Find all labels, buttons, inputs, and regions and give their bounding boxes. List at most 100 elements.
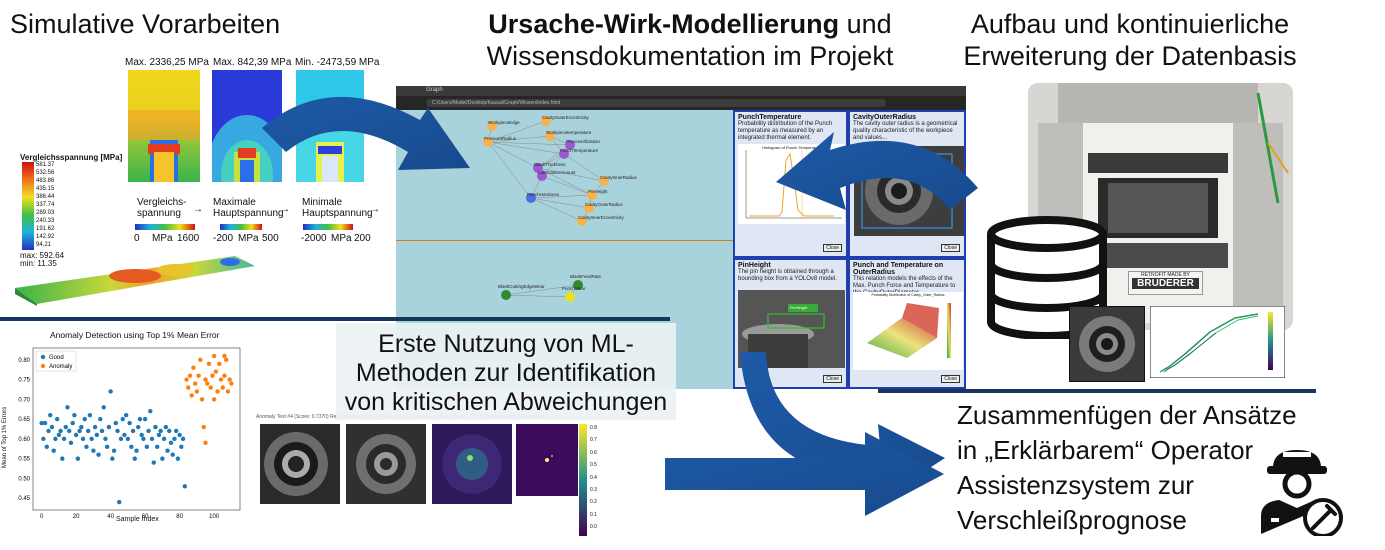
data-point-anomaly bbox=[187, 373, 193, 378]
colorbar-tick: 0.4 bbox=[590, 474, 597, 481]
data-point-anomaly bbox=[210, 373, 215, 378]
data-point-good bbox=[82, 416, 87, 422]
address-bar[interactable]: C:/Users/Model/Desktop/Kausal/Graph/Wiss… bbox=[426, 99, 886, 107]
stress-legend-bar bbox=[22, 162, 34, 250]
data-point-good bbox=[103, 436, 108, 442]
data-point-good bbox=[110, 456, 115, 461]
data-point-anomaly bbox=[191, 365, 196, 370]
scale2-unit: MPa bbox=[238, 233, 259, 244]
data-point-good bbox=[180, 436, 186, 442]
data-point-good bbox=[75, 456, 81, 461]
y-tick-label: 0.50 bbox=[18, 476, 30, 482]
card-text: Probability distribution of the Punch te… bbox=[738, 121, 833, 141]
sim-min3-label: Min. -2473,59 MPa bbox=[295, 57, 380, 68]
heading-ml-line3: von kritischen Abweichungen bbox=[344, 388, 668, 416]
close-button[interactable]: Close bbox=[823, 244, 842, 252]
x-tick-label: 100 bbox=[209, 514, 220, 520]
graph-node-label: LubricationAmount bbox=[538, 170, 576, 175]
causal-graph-svg: CavityOuterEccentricityWorkpieceEdgePres… bbox=[483, 115, 638, 226]
data-point-good bbox=[49, 424, 55, 430]
data-point-good bbox=[141, 436, 146, 442]
graph-node bbox=[587, 190, 597, 200]
graph-edge bbox=[537, 144, 571, 169]
data-point-anomaly bbox=[203, 440, 208, 446]
browser-tab[interactable]: Graph bbox=[426, 87, 443, 93]
divider-right bbox=[878, 389, 1316, 393]
heading-zusammen: Zusammenfügen der Ansätze in „Erklärbare… bbox=[957, 398, 1297, 538]
data-point-good bbox=[68, 440, 74, 446]
graph-node-label: PunchTemperature bbox=[560, 148, 599, 153]
data-point-good bbox=[108, 389, 113, 394]
card-title: CavityOuterRadius bbox=[853, 114, 917, 121]
graph-node bbox=[559, 149, 569, 159]
heading-zusammen-line2: in „Erklärbarem“ Operator bbox=[957, 435, 1254, 465]
y-tick-label: 0.60 bbox=[18, 437, 30, 443]
data-point-good bbox=[182, 484, 187, 489]
graph-edge bbox=[530, 194, 593, 199]
graph-node-label: WorkpieceEdge bbox=[488, 120, 520, 125]
data-point-good bbox=[161, 436, 167, 442]
close-button[interactable]: Close bbox=[823, 375, 842, 383]
data-point-good bbox=[67, 428, 72, 434]
data-point-good bbox=[165, 448, 170, 453]
data-point-good bbox=[117, 499, 122, 505]
data-point-good bbox=[136, 424, 141, 430]
legend-value: 532.56 bbox=[36, 170, 55, 176]
data-point-good bbox=[89, 436, 94, 442]
anomaly-chart: Anomaly Detection using Top 1% Mean Erro… bbox=[0, 328, 245, 528]
data-point-good bbox=[53, 436, 58, 442]
colorbar-tick: 0.6 bbox=[590, 449, 597, 456]
x-tick-label: 20 bbox=[73, 514, 80, 520]
graph-node-label: ProcessVibration bbox=[566, 139, 600, 144]
anomaly-chart-xlabel: Sample Index bbox=[116, 516, 159, 523]
data-point-anomaly bbox=[211, 353, 217, 359]
anomaly-chart-title: Anomaly Detection using Top 1% Mean Erro… bbox=[50, 330, 220, 340]
data-point-good bbox=[149, 436, 155, 442]
legend-value: 94.21 bbox=[36, 242, 52, 248]
close-button[interactable]: Close bbox=[941, 244, 960, 252]
card-pin-height: PinHeight The pin height is obtained thr… bbox=[733, 258, 848, 389]
graph-edge bbox=[541, 153, 565, 177]
graph-edge bbox=[487, 141, 532, 199]
plot-frame bbox=[32, 347, 241, 511]
close-button[interactable]: Close bbox=[941, 375, 960, 383]
graph-node bbox=[573, 280, 583, 290]
data-point-good bbox=[80, 436, 86, 442]
legend-value: 142.92 bbox=[36, 234, 55, 240]
data-point-anomaly bbox=[229, 381, 234, 386]
legend-title: Vergleichsspannung [MPa] bbox=[20, 153, 123, 162]
data-point-good bbox=[160, 456, 165, 461]
histogram-chart: Histogram of Punch Temperature bbox=[738, 144, 845, 224]
data-point-good bbox=[39, 420, 44, 426]
legend-label: Anomaly bbox=[49, 364, 72, 370]
bruderer-label: BRUDERER bbox=[1132, 278, 1199, 289]
data-point-good bbox=[153, 424, 158, 430]
database-icon bbox=[987, 216, 1107, 339]
data-point-good bbox=[172, 436, 177, 442]
heading-ursache: Ursache-Wirk-Modellierung und Wissensdok… bbox=[455, 8, 925, 72]
anomaly-colorbar bbox=[579, 424, 587, 536]
legend-max: max: 592.64 bbox=[20, 251, 65, 260]
data-point-good bbox=[56, 432, 62, 438]
legend-value: 483.86 bbox=[36, 178, 55, 184]
data-point-good bbox=[170, 452, 175, 457]
graph-edge bbox=[487, 135, 551, 143]
data-point-good bbox=[111, 448, 117, 453]
data-point-good bbox=[130, 428, 136, 434]
histogram-plot bbox=[745, 150, 842, 219]
data-point-anomaly bbox=[213, 369, 219, 374]
data-point-good bbox=[106, 424, 112, 430]
y-tick-label: 0.75 bbox=[18, 378, 30, 384]
data-point-good bbox=[175, 456, 181, 461]
force-curve-thumbnail bbox=[1150, 306, 1285, 378]
graph-node-label: PunchHardness bbox=[527, 192, 560, 197]
data-point-anomaly bbox=[201, 424, 206, 430]
data-point-anomaly bbox=[220, 385, 225, 390]
legend-value: 337.74 bbox=[36, 202, 55, 208]
data-point-anomaly bbox=[198, 357, 203, 363]
heading-aufbau: Aufbau und kontinuierliche Erweiterung d… bbox=[950, 8, 1310, 72]
data-point-anomaly bbox=[205, 381, 210, 386]
